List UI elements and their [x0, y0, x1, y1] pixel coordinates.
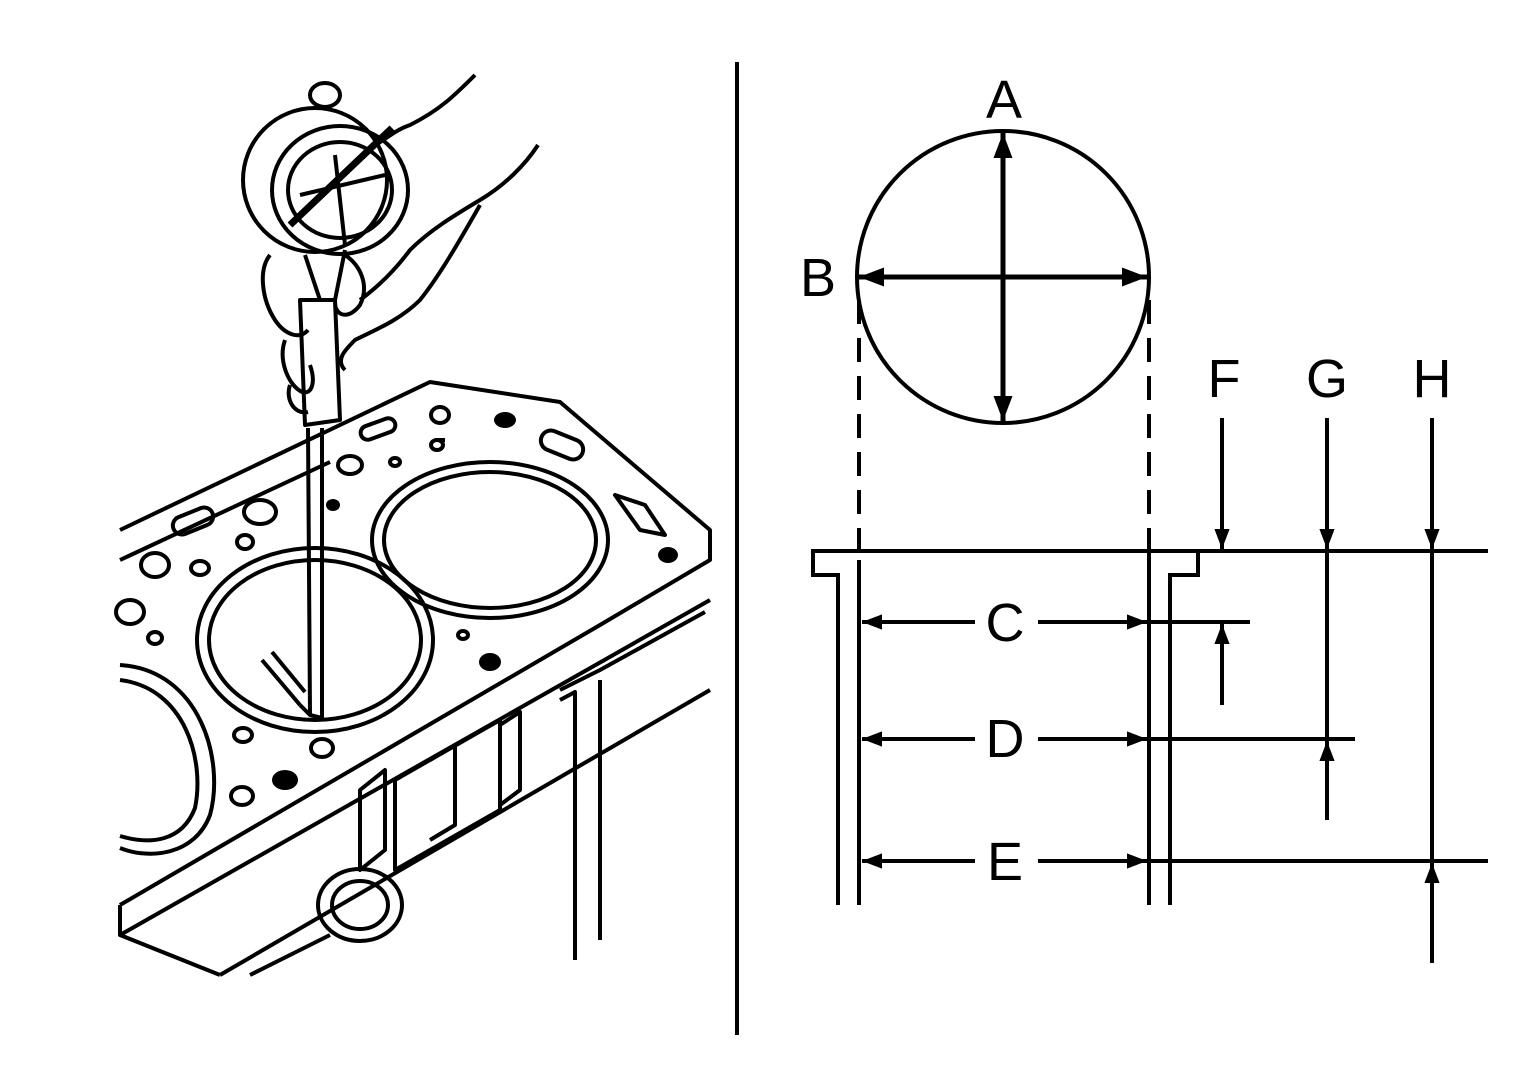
label-e: E [987, 832, 1023, 892]
gauge-dial-rim [241, 106, 389, 254]
label-b: B [800, 248, 836, 308]
block-rib-1 [358, 768, 387, 872]
finger-3 [286, 384, 309, 415]
label-f: F [1208, 349, 1241, 409]
hand-lower [338, 204, 482, 372]
label-g: G [1306, 349, 1348, 409]
block-boss-inner [330, 879, 390, 931]
hand-upper [374, 73, 477, 147]
gauge-crosshair [299, 154, 386, 246]
gauge-rod [306, 427, 324, 718]
gauge-stem [303, 249, 347, 301]
bore-partial-inner [119, 678, 200, 843]
bore-rear-outer [370, 460, 610, 620]
measurement-schematic [811, 129, 1488, 963]
label-a: A [986, 70, 1022, 130]
label-d: D [986, 709, 1025, 769]
block-deck-outline [118, 380, 712, 907]
gauge-dial-face [270, 124, 410, 256]
block-lower-face [119, 933, 221, 977]
label-c: C [986, 593, 1025, 653]
measurement-labels: A B C D E F G H [800, 70, 1452, 892]
block-boss [316, 867, 404, 943]
gauge-dial-inner [286, 140, 394, 240]
bore-rear-inner [382, 470, 598, 610]
block-skirt-right [559, 610, 706, 692]
finger-2 [280, 339, 315, 395]
block-window [393, 718, 502, 872]
gauge-cap [308, 81, 342, 109]
bore-partial-outer [119, 663, 217, 856]
finger-1 [260, 253, 310, 338]
deck-holes [114, 405, 667, 807]
block-rib-3 [498, 710, 522, 807]
bore-front-outer [195, 546, 435, 734]
thumb [333, 253, 366, 317]
bore-gauge [241, 81, 410, 720]
gauge-foot [298, 703, 323, 720]
block-deck-edge [119, 460, 331, 562]
bore-top-view-circle [855, 129, 1151, 425]
deck-dark-holes [272, 412, 678, 790]
gauge-handle [298, 298, 342, 427]
gauge-probe [260, 650, 307, 707]
block-bottom-edge [218, 688, 712, 977]
label-h: H [1413, 349, 1452, 409]
cylinder-wall-right-outer [1168, 551, 1200, 905]
operator-hands [260, 73, 540, 415]
hand-upper-2 [358, 143, 540, 302]
cylinder-wall-left [811, 549, 1222, 905]
bore-front-inner [207, 558, 423, 722]
bore-gauge-illustration [114, 73, 712, 977]
block-lower-rib [249, 933, 331, 977]
block-rib-4 [559, 690, 577, 960]
